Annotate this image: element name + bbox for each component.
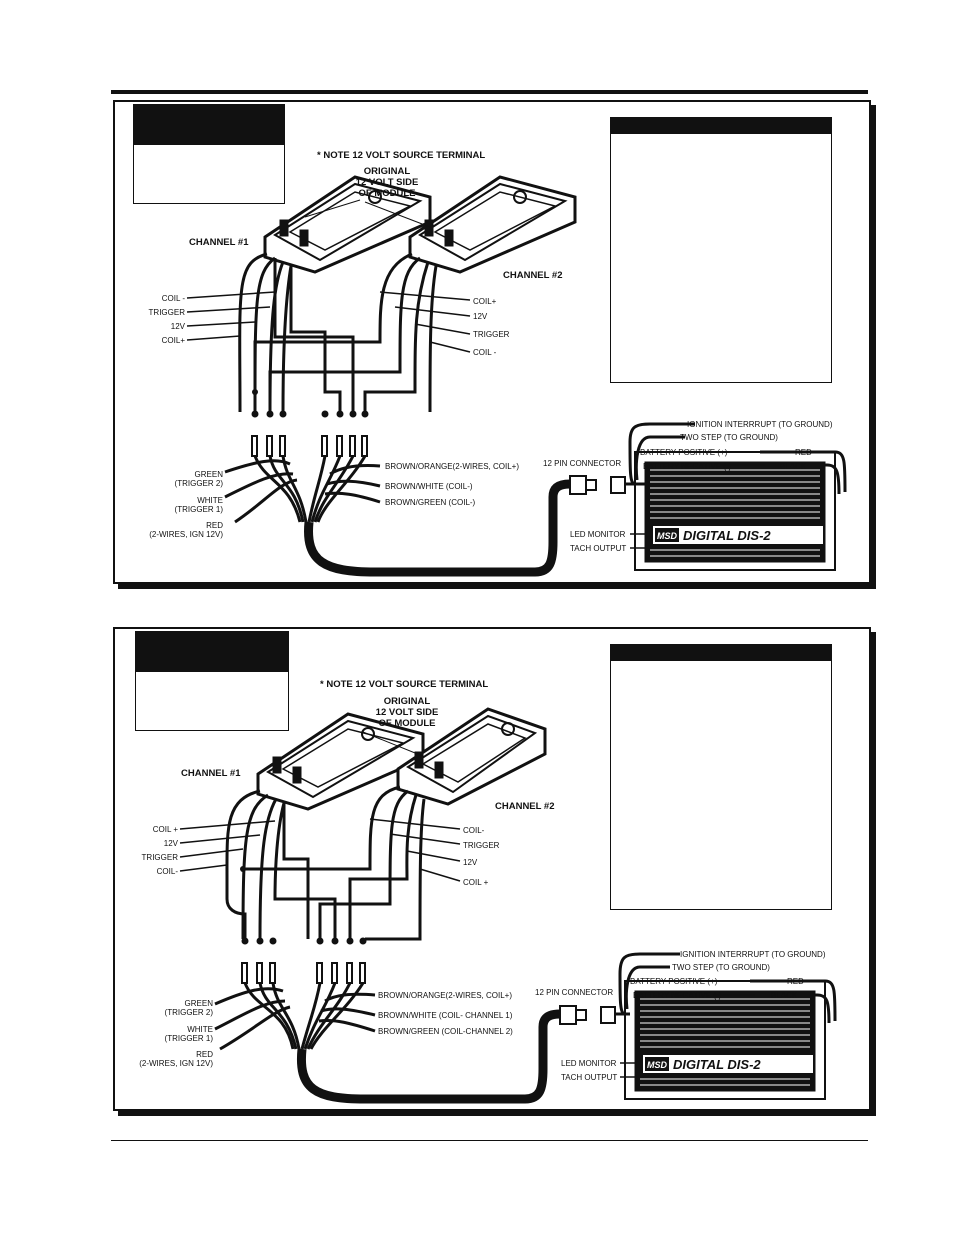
right-wire-label: COIL+ (473, 297, 497, 306)
harness-brown-green-label: BROWN/GREEN (COIL-) (385, 498, 476, 507)
wiring-diagram-2: * NOTE 12 VOLT SOURCE TERMINAL ORIGINAL … (113, 627, 871, 1111)
wiring-diagram-1: * NOTE 12 VOLT SOURCE TERMINAL ORIGINAL … (113, 100, 871, 584)
wiring-schematic: * NOTE 12 VOLT SOURCE TERMINAL ORIGINAL … (149, 150, 847, 577)
right-wire-label: COIL + (463, 878, 489, 887)
diagram-title-box (135, 631, 289, 731)
original-label-line-1: ORIGINAL (364, 166, 411, 177)
bottom-rule (111, 1140, 868, 1141)
wiring-schematic: * NOTE 12 VOLT SOURCE TERMINAL ORIGINAL … (139, 679, 837, 1104)
12-pin-connector (559, 1005, 630, 1025)
right-wire-label: COIL- (463, 826, 485, 835)
original-label-line-1: ORIGINAL (384, 696, 431, 707)
box-product-name: DIGITAL DIS-2 (673, 1057, 761, 1072)
box-brand-logo: MSD (657, 531, 678, 541)
right-wire-label: TRIGGER (463, 841, 500, 850)
harness-white-label: WHITE (197, 496, 223, 505)
box-brand-logo: MSD (647, 1060, 668, 1070)
diagram-title-box (133, 104, 285, 204)
black-wire-label: BLACK (771, 991, 798, 1000)
black-wire-label: BLACK (780, 462, 807, 471)
harness-green-label: GREEN (185, 999, 214, 1008)
connector-label: 12 PIN CONNECTOR (535, 988, 613, 997)
module-wires (225, 785, 426, 941)
harness-red-label: RED (206, 521, 223, 530)
original-label-line-3: OF MODULE (379, 718, 436, 729)
original-label-line-2: 12 VOLT SIDE (356, 177, 419, 188)
ignition-module-channel-2 (362, 707, 547, 806)
note-12v-terminal: * NOTE 12 VOLT SOURCE TERMINAL (320, 679, 488, 690)
right-wire-label: 12V (473, 312, 488, 321)
ignition-module-channel-2 (364, 175, 577, 274)
notes-box (610, 117, 832, 383)
left-wire-label: COIL- (157, 867, 179, 876)
top-rule (111, 90, 868, 94)
right-wire-label: COIL - (473, 348, 497, 357)
two-step-label: TWO STEP (TO GROUND) (672, 963, 770, 972)
12-pin-connector (569, 475, 645, 495)
harness-red-sub-label: (2-WIRES, IGN 12V) (139, 1059, 213, 1068)
connector-label: 12 PIN CONNECTOR (543, 459, 621, 468)
battery-negative-label: BATTERY NEGATIVE (-) (643, 462, 732, 471)
harness-green-sub-label: (TRIGGER 2) (165, 1008, 214, 1017)
right-wire-label: TRIGGER (473, 330, 510, 339)
right-wire-label: 12V (463, 858, 478, 867)
harness-brown-orange-label: BROWN/ORANGE(2-WIRES, COIL+) (378, 991, 512, 1000)
original-label-line-2: 12 VOLT SIDE (376, 707, 439, 718)
left-wire-label: COIL - (162, 294, 186, 303)
channel-2-label: CHANNEL #2 (503, 270, 562, 281)
note-12v-terminal: * NOTE 12 VOLT SOURCE TERMINAL (317, 150, 485, 161)
harness-green-sub-label: (TRIGGER 2) (175, 479, 224, 488)
left-wire-label: COIL+ (162, 336, 186, 345)
red-wire-label: RED (795, 448, 812, 457)
original-label-line-3: OF MODULE (359, 188, 416, 199)
harness-white-sub-label: (TRIGGER 1) (165, 1034, 214, 1043)
channel-1-label: CHANNEL #1 (189, 237, 249, 248)
ignition-interrupt-label: IGNITION INTERRRUPT (TO GROUND) (687, 420, 833, 429)
harness-red-label: RED (196, 1050, 213, 1059)
module-wires (238, 252, 438, 413)
red-wire-label: RED (787, 977, 804, 986)
harness-brown-orange-label: BROWN/ORANGE(2-WIRES, COIL+) (385, 462, 519, 471)
box-product-name: DIGITAL DIS-2 (683, 528, 771, 543)
left-wire-label: TRIGGER (142, 853, 179, 862)
digital-dis-2-box (624, 980, 826, 1100)
two-step-label: TWO STEP (TO GROUND) (680, 433, 778, 442)
channel-2-label: CHANNEL #2 (495, 801, 554, 812)
notes-box (610, 644, 832, 910)
harness-white-label: WHITE (187, 1025, 213, 1034)
led-monitor-label: LED MONITOR (570, 530, 626, 539)
battery-positive-label: BATTERY POSITIVE (+) (640, 448, 728, 457)
harness-red-sub-label: (2-WIRES, IGN 12V) (149, 530, 223, 539)
harness-green-label: GREEN (195, 470, 224, 479)
harness-brown-white-label: BROWN/WHITE (COIL-) (385, 482, 473, 491)
battery-negative-label: BATTERY NEGATIVE (-) (633, 991, 722, 1000)
tach-output-label: TACH OUTPUT (570, 544, 626, 553)
harness-brown-white-label: BROWN/WHITE (COIL- CHANNEL 1) (378, 1011, 513, 1020)
left-wire-label: 12V (171, 322, 186, 331)
left-wire-label: 12V (164, 839, 179, 848)
channel-1-label: CHANNEL #1 (181, 768, 241, 779)
led-monitor-label: LED MONITOR (561, 1059, 617, 1068)
battery-positive-label: BATTERY POSITIVE (+) (630, 977, 718, 986)
tach-output-label: TACH OUTPUT (561, 1073, 617, 1082)
ignition-interrupt-label: IGNITION INTERRRUPT (TO GROUND) (680, 950, 826, 959)
left-wire-label: COIL + (153, 825, 179, 834)
digital-dis-2-box (634, 451, 836, 571)
harness-white-sub-label: (TRIGGER 1) (175, 505, 224, 514)
harness-brown-green-label: BROWN/GREEN (COIL-CHANNEL 2) (378, 1027, 513, 1036)
left-wire-label: TRIGGER (149, 308, 186, 317)
